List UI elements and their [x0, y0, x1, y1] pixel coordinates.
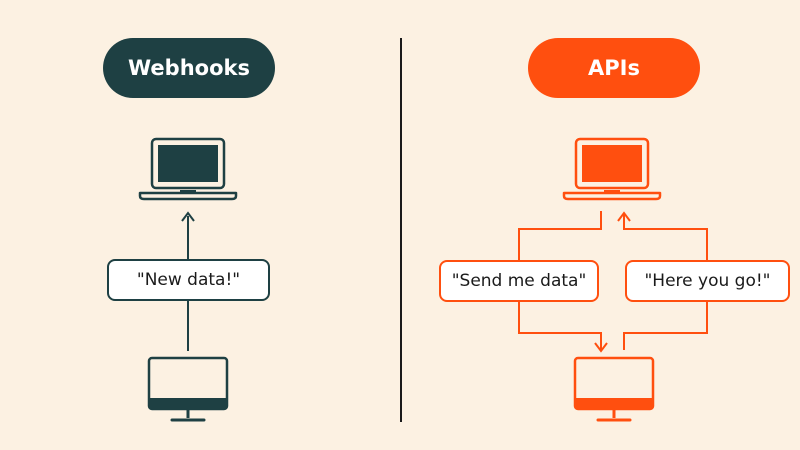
response-path [617, 211, 708, 350]
request-path [518, 211, 608, 353]
apis-title: APIs [528, 38, 700, 98]
new-data-bubble: "New data!" [107, 259, 270, 301]
send-me-data-bubble: "Send me data" [439, 260, 599, 302]
laptop-icon [562, 137, 662, 201]
arrow-up-icon [617, 211, 631, 222]
webhooks-title: Webhooks [103, 38, 275, 98]
arrow-up-icon [181, 211, 195, 259]
monitor-icon [573, 356, 655, 422]
monitor-icon [147, 356, 229, 422]
laptop-icon [138, 137, 238, 201]
here-you-go-bubble: "Here you go!" [625, 260, 790, 302]
arrow-down-icon [594, 342, 608, 353]
